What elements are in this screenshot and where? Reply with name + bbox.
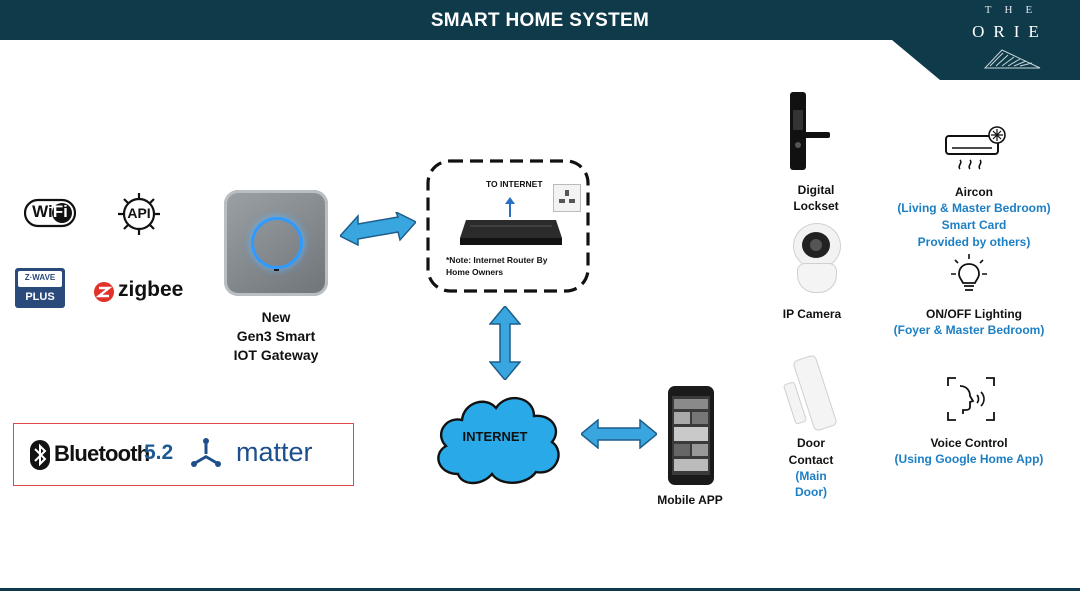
bluetooth-text: Bluetooth bbox=[54, 441, 150, 466]
zwave-plus-logo: Z·WAVE PLUS bbox=[15, 268, 65, 308]
gateway-label-1: New bbox=[261, 309, 291, 325]
arrow-gateway-router bbox=[340, 212, 416, 246]
footer-line bbox=[0, 588, 1080, 591]
ip-camera-icon bbox=[791, 223, 841, 293]
aircon-icon bbox=[942, 126, 1008, 176]
api-text: API bbox=[127, 205, 151, 221]
arrow-router-internet bbox=[489, 306, 521, 380]
up-arrow-icon bbox=[505, 197, 515, 217]
lightbulb-icon bbox=[950, 252, 988, 296]
door-note-2: Door) bbox=[795, 485, 827, 499]
zigbee-text: zigbee bbox=[118, 278, 184, 301]
lighting-note: (Foyer & Master Bedroom) bbox=[893, 323, 1045, 337]
lockset-label-1: Digital bbox=[797, 183, 835, 197]
camera-label: IP Camera bbox=[782, 307, 842, 321]
digital-lockset-icon bbox=[787, 92, 831, 172]
brand-logo-orie: ORIE bbox=[972, 22, 1048, 41]
internet-cloud-icon bbox=[437, 396, 560, 485]
mobile-phone-icon bbox=[668, 386, 714, 485]
router-note-1: *Note: Internet Router By bbox=[446, 255, 548, 265]
router-device bbox=[460, 218, 562, 246]
router-note-2: Home Owners bbox=[446, 267, 504, 277]
bluetooth-matter-box: Bluetooth 5.2 matter bbox=[13, 423, 354, 486]
to-internet-label: TO INTERNET bbox=[486, 179, 543, 189]
matter-text: matter bbox=[236, 437, 313, 467]
page-title: SMART HOME SYSTEM bbox=[430, 10, 650, 31]
zwave-text: Z·WAVE bbox=[24, 273, 56, 282]
gateway-device bbox=[224, 190, 328, 296]
gateway-label-2: Gen3 Smart bbox=[236, 328, 316, 344]
matter-icon bbox=[191, 438, 221, 467]
bluetooth-icon bbox=[30, 440, 50, 470]
arrow-internet-mobile bbox=[581, 419, 657, 449]
aircon-note-2: Smart Card bbox=[941, 218, 1007, 232]
door-label-2: Contact bbox=[788, 453, 834, 467]
aircon-note-3: Provided by others) bbox=[917, 235, 1031, 249]
voice-label: Voice Control bbox=[930, 436, 1008, 450]
door-label-1: Door bbox=[797, 436, 825, 450]
mobile-app-label: Mobile APP bbox=[657, 493, 723, 507]
voice-note: (Using Google Home App) bbox=[894, 452, 1044, 466]
wifi-logo: WiFi bbox=[23, 196, 77, 230]
aircon-note-1: (Living & Master Bedroom) bbox=[897, 201, 1051, 215]
zwave-plus-text: PLUS bbox=[25, 291, 55, 303]
voice-control-icon bbox=[946, 376, 996, 422]
door-contact-icon bbox=[782, 354, 847, 432]
header-shape bbox=[0, 0, 1080, 80]
wifi-text: WiFi bbox=[32, 202, 68, 221]
gateway-ring-icon bbox=[251, 217, 303, 269]
door-note-1: (Main bbox=[795, 469, 827, 483]
internet-label: INTERNET bbox=[462, 429, 528, 444]
brand-logo-the: THE bbox=[984, 4, 1046, 16]
gateway-label-3: IOT Gateway bbox=[233, 347, 319, 363]
lockset-label-2: Lockset bbox=[793, 199, 839, 213]
aircon-label: Aircon bbox=[954, 185, 993, 199]
api-gear-icon: API bbox=[116, 191, 162, 237]
wall-socket-icon bbox=[553, 184, 581, 212]
zigbee-logo: zigbee bbox=[93, 278, 193, 306]
bluetooth-version: 5.2 bbox=[144, 441, 174, 464]
lighting-label: ON/OFF Lighting bbox=[926, 307, 1022, 321]
